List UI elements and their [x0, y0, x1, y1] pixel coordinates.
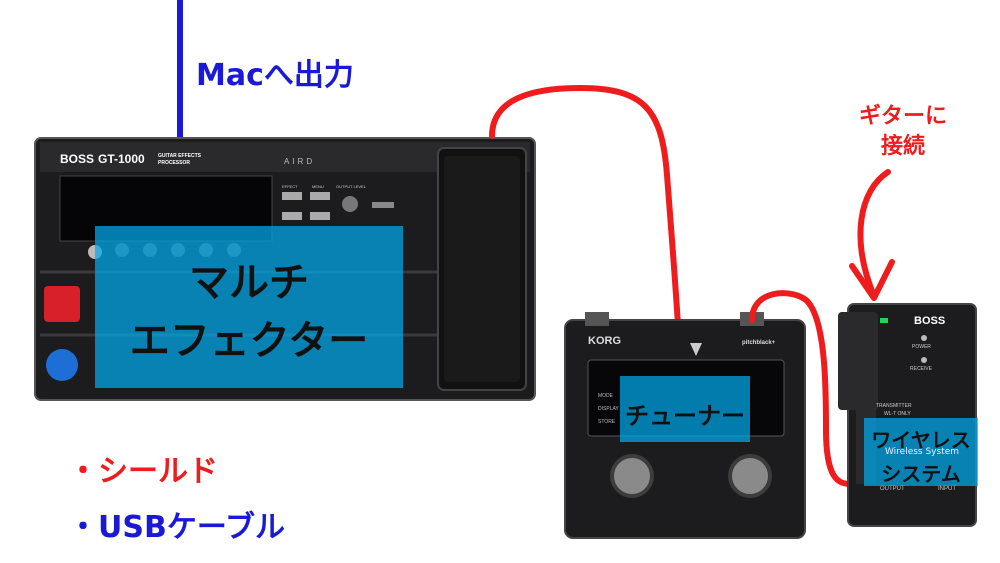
tuner-arrow-icon	[690, 343, 702, 356]
tuner-label: チューナー	[625, 402, 745, 430]
wireless-transmitter-label: TRANSMITTER	[876, 403, 912, 409]
wireless-label-line2: システム	[881, 462, 961, 486]
gt1000-output-level-label: OUTPUT LEVEL	[336, 184, 367, 189]
tuner-mode-label: MODE	[598, 393, 614, 399]
legend-shield: ・シールド	[68, 454, 218, 489]
multi-effector-box	[95, 226, 403, 388]
wireless-model-label: WL-T ONLY	[884, 411, 911, 417]
footswitch-blue-icon	[46, 349, 78, 381]
wireless-label-line1: ワイヤレス	[871, 428, 971, 452]
tuner-store-label: STORE	[598, 419, 616, 425]
tuner-model: pitchblack+	[742, 340, 776, 346]
wireless-brand: BOSS	[914, 315, 945, 327]
wireless-receive-label: RECEIVE	[910, 366, 933, 372]
shield-cable-tuner-to-wireless	[749, 290, 853, 487]
shield-cable-gt-to-tuner	[489, 84, 681, 329]
guitar-connect-label-line1: ギターに	[858, 104, 947, 129]
wireless-power-label: POWER	[912, 344, 931, 350]
wireless-output-label: OUTPUT	[880, 486, 905, 492]
tuner-label-box	[620, 376, 750, 442]
gt1000-menu-label: MENU	[312, 184, 324, 189]
tuner-footswitch-right-icon	[728, 454, 772, 498]
output-level-knob-icon	[342, 196, 358, 212]
gt1000-model: GT-1000	[98, 152, 145, 166]
multi-effector-label-line2: エフェクター	[129, 318, 369, 364]
wireless-label-box	[864, 418, 978, 486]
gt1000-aird: AIRD	[284, 157, 315, 166]
guitar-arrow-line	[857, 169, 891, 299]
wireless-device: BOSS POWER RECEIVE TRANSMITTER WL-T ONLY…	[838, 303, 977, 527]
gt1000-brand: BOSS	[60, 152, 94, 166]
gt1000-sub1: GUITAR EFFECTS	[158, 153, 202, 159]
guitar-arrow-head-icon	[849, 259, 895, 301]
gt1000-effect-label: EFFECT	[282, 184, 298, 189]
tuner-display-label: DISPLAY	[598, 406, 619, 412]
footswitch-red-icon	[44, 286, 80, 322]
wireless-input-label: INPUT	[938, 486, 956, 492]
tuner-footswitch-left-icon	[610, 454, 654, 498]
wireless-system-label: Wireless System	[884, 447, 960, 457]
legend-usb-cable: ・USBケーブル	[68, 510, 286, 545]
wireless-power-led-icon	[880, 318, 888, 323]
multi-effector-label-line1: マルチ	[189, 260, 309, 306]
guitar-connect-label-line2: 接続	[880, 134, 925, 159]
mac-output-label: Macへ出力	[196, 58, 354, 93]
tuner-brand: KORG	[588, 335, 621, 347]
gt1000-sub2: PROCESSOR	[158, 160, 190, 166]
